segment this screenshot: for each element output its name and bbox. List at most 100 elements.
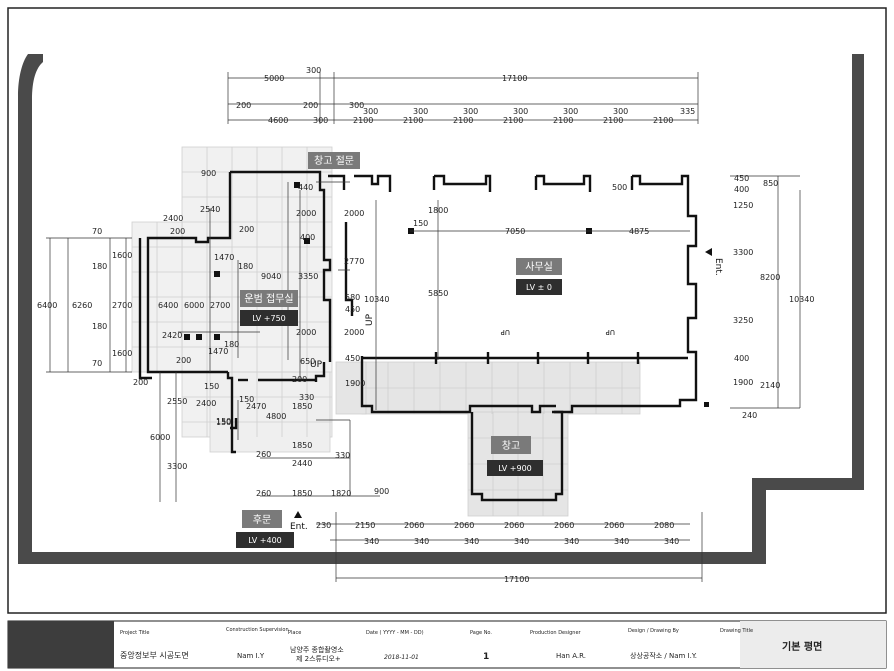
dim-label: 150 [413, 219, 428, 228]
dim-label: 2000 [296, 328, 316, 337]
dim-label: 7050 [505, 227, 525, 236]
dim-label: 2000 [344, 328, 364, 337]
room-label-bg [516, 258, 562, 275]
up-vertical-label: UP [365, 313, 375, 326]
dim-label: 200 [239, 225, 254, 234]
level-badge [236, 532, 294, 548]
dim-label: 1800 [428, 206, 448, 215]
office-level: LV ± 0 [526, 283, 552, 292]
dim-label: 3300 [733, 248, 753, 257]
dim-label: 300 [513, 107, 528, 116]
dim-label: 1820 [331, 489, 351, 498]
dim-label: 2100 [603, 116, 623, 125]
dim-label: 1900 [733, 378, 753, 387]
dim-label: 1600 [112, 251, 132, 260]
title-block: Project Title 중앙정보부 시공도면 Construction Su… [7, 620, 887, 669]
dim-label: 340 [614, 537, 629, 546]
title-block-logo-area [8, 621, 114, 668]
dim-label: 400 [734, 354, 749, 363]
dim-label: 2100 [553, 116, 573, 125]
dim-label: 6400 [37, 301, 57, 310]
dim-label: 2550 [167, 397, 187, 406]
dim-label: 70 [92, 227, 102, 236]
supervision: Nam I.Y [237, 652, 265, 660]
dim-label: 1850 [292, 441, 312, 450]
dim-label: 340 [414, 537, 429, 546]
page-number: 1 [483, 652, 489, 662]
dim-label: 230 [316, 521, 331, 530]
room-storage: 창고 [502, 440, 520, 452]
dim-label: 300 [563, 107, 578, 116]
project-title-label: Project Title [120, 630, 149, 636]
dim-label: 335 [680, 107, 695, 116]
place-label: Place [288, 630, 301, 636]
dim-label: 330 [299, 393, 314, 402]
dim-label: 180 [92, 262, 107, 271]
dim-label: 330 [335, 451, 350, 460]
dim-label: 200 [176, 356, 191, 365]
dim-label: 2060 [554, 521, 574, 530]
drawing-title: 기본 평면 [782, 640, 822, 653]
dim-label: 2700 [210, 301, 230, 310]
dim-top-5000: 5000 [264, 74, 284, 83]
dim-label: 180 [224, 340, 239, 349]
dim-label: 450 [345, 305, 360, 314]
dim-label: 850 [763, 179, 778, 188]
dim-label: 450 [734, 174, 749, 183]
dim-label: 2060 [504, 521, 524, 530]
dim-label: 150 [239, 395, 254, 404]
dim-label: 340 [564, 537, 579, 546]
ent-right-label: Ent. [713, 258, 723, 276]
dim-label: 2400 [163, 214, 183, 223]
dim-label: 580 [345, 293, 360, 302]
dim-label: 2440 [292, 459, 312, 468]
dim-label: 70 [92, 359, 102, 368]
dim-label: 2470 [246, 402, 266, 411]
dim-label: 2000 [296, 209, 316, 218]
production-label: Production Designer [530, 630, 582, 636]
dim-label: 1470 [214, 253, 234, 262]
dim-label: 260 [256, 450, 271, 459]
dim-label: 6400 [158, 301, 178, 310]
dim-label: 300 [363, 107, 378, 116]
dim-label: 2000 [344, 209, 364, 218]
dim-label: 650 [300, 357, 315, 366]
dim-label: 200 [292, 375, 307, 384]
project-title: 중앙정보부 시공도면 [120, 650, 189, 660]
room-label-bg [242, 510, 282, 528]
dim-label: 300 [463, 107, 478, 116]
storage-level: LV +900 [498, 464, 532, 473]
back-door-level: LV +400 [248, 536, 282, 545]
production-designer: Han A.R. [556, 652, 586, 660]
room-office: 사무실 [525, 261, 553, 273]
dim-label: 180 [238, 262, 253, 271]
dim-label: 1850 [292, 489, 312, 498]
date: 2018-11-01 [384, 654, 419, 661]
markers: Ent. Ent. UP UP UP UP [290, 248, 723, 532]
up-small-label: UP [606, 328, 615, 336]
dim-label: 150 [204, 382, 219, 391]
dim-label: 200 [303, 101, 318, 110]
level-badge [487, 460, 543, 476]
dim-label: 900 [374, 487, 389, 496]
up-small-label: UP [501, 328, 510, 336]
room-labels: 창고 절문 사무실 LV ± 0 운범 접무실 LV +750 창고 LV +9… [236, 152, 562, 548]
dim-label: 1250 [733, 201, 753, 210]
dim-label: 2080 [654, 521, 674, 530]
date-label: Date ( YYYY - MM - DD) [366, 630, 424, 636]
dim-label: 300 [313, 116, 328, 125]
reception-level: LV +750 [252, 314, 286, 323]
dim-top-17100: 17100 [502, 74, 527, 83]
place-line2: 제 2스튜디오+ [296, 654, 341, 663]
dim-label: 900 [201, 169, 216, 178]
design-label: Design / Drawing By [628, 628, 679, 634]
dim-label: 2060 [604, 521, 624, 530]
dim-label: 1600 [112, 349, 132, 358]
dim-label: 6000 [184, 301, 204, 310]
dim-label: 9040 [261, 272, 281, 281]
dim-label: 6000 [150, 433, 170, 442]
room-storage-top: 창고 절문 [314, 154, 354, 167]
place-line1: 남양주 종합촬영소 [290, 645, 344, 654]
room-back-door: 후문 [253, 514, 271, 526]
